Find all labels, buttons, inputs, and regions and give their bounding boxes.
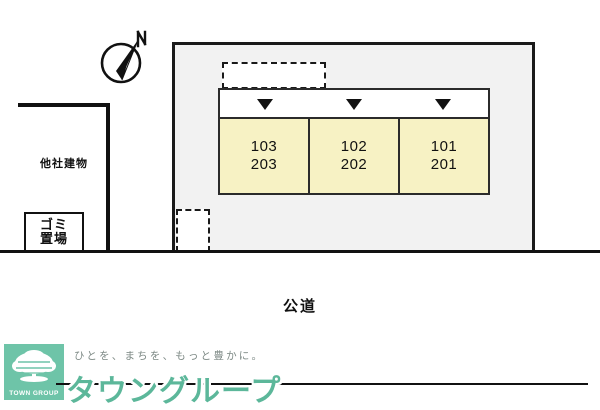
property-site-plan: 他社建物 ゴミ 置場 103 203 102 202: [0, 30, 600, 408]
unit-room-lower: 203: [250, 156, 278, 173]
unit-103-203[interactable]: 103 203: [220, 117, 308, 193]
compass-north-icon: [98, 30, 154, 88]
unit-room-upper: 103: [250, 138, 278, 156]
tree-icon: [12, 350, 56, 382]
unit-101-201[interactable]: 101 201: [398, 117, 488, 193]
unit-room-upper: 102: [340, 138, 368, 156]
brand-name: タウングループ: [66, 375, 282, 408]
dashed-parking-outline: [176, 209, 210, 252]
road-label: 公道: [282, 298, 317, 315]
road-boundary-line: [0, 250, 600, 253]
town-group-logo: TOWN GROUP: [4, 344, 64, 400]
dashed-annex-outline: [222, 62, 326, 89]
unit-room-upper: 101: [430, 138, 458, 156]
footer-branding: TOWN GROUP ひとを、まちを、もっと豊かに。: [0, 336, 600, 400]
unit-room-lower: 201: [430, 156, 458, 173]
garbage-area-label-line1: ゴミ: [39, 217, 68, 233]
brand-underline: [56, 383, 588, 385]
unit-102-202[interactable]: 102 202: [308, 117, 398, 193]
garbage-area-box: ゴミ 置場: [24, 212, 84, 252]
units-row: 103 203 102 202 101 201: [220, 117, 488, 193]
brand-tagline: ひとを、まちを、もっと豊かに。: [74, 350, 265, 362]
garbage-area-label-line2: 置場: [39, 231, 68, 246]
plan-drawing-area: 他社建物 ゴミ 置場 103 203 102 202: [0, 30, 600, 315]
neighbor-building-label: 他社建物: [40, 158, 88, 170]
corridor-strip: [220, 90, 488, 117]
unit-room-lower: 202: [340, 156, 368, 173]
apartment-building: 103 203 102 202 101 201: [218, 88, 490, 195]
logo-mark-text: TOWN GROUP: [9, 390, 59, 397]
